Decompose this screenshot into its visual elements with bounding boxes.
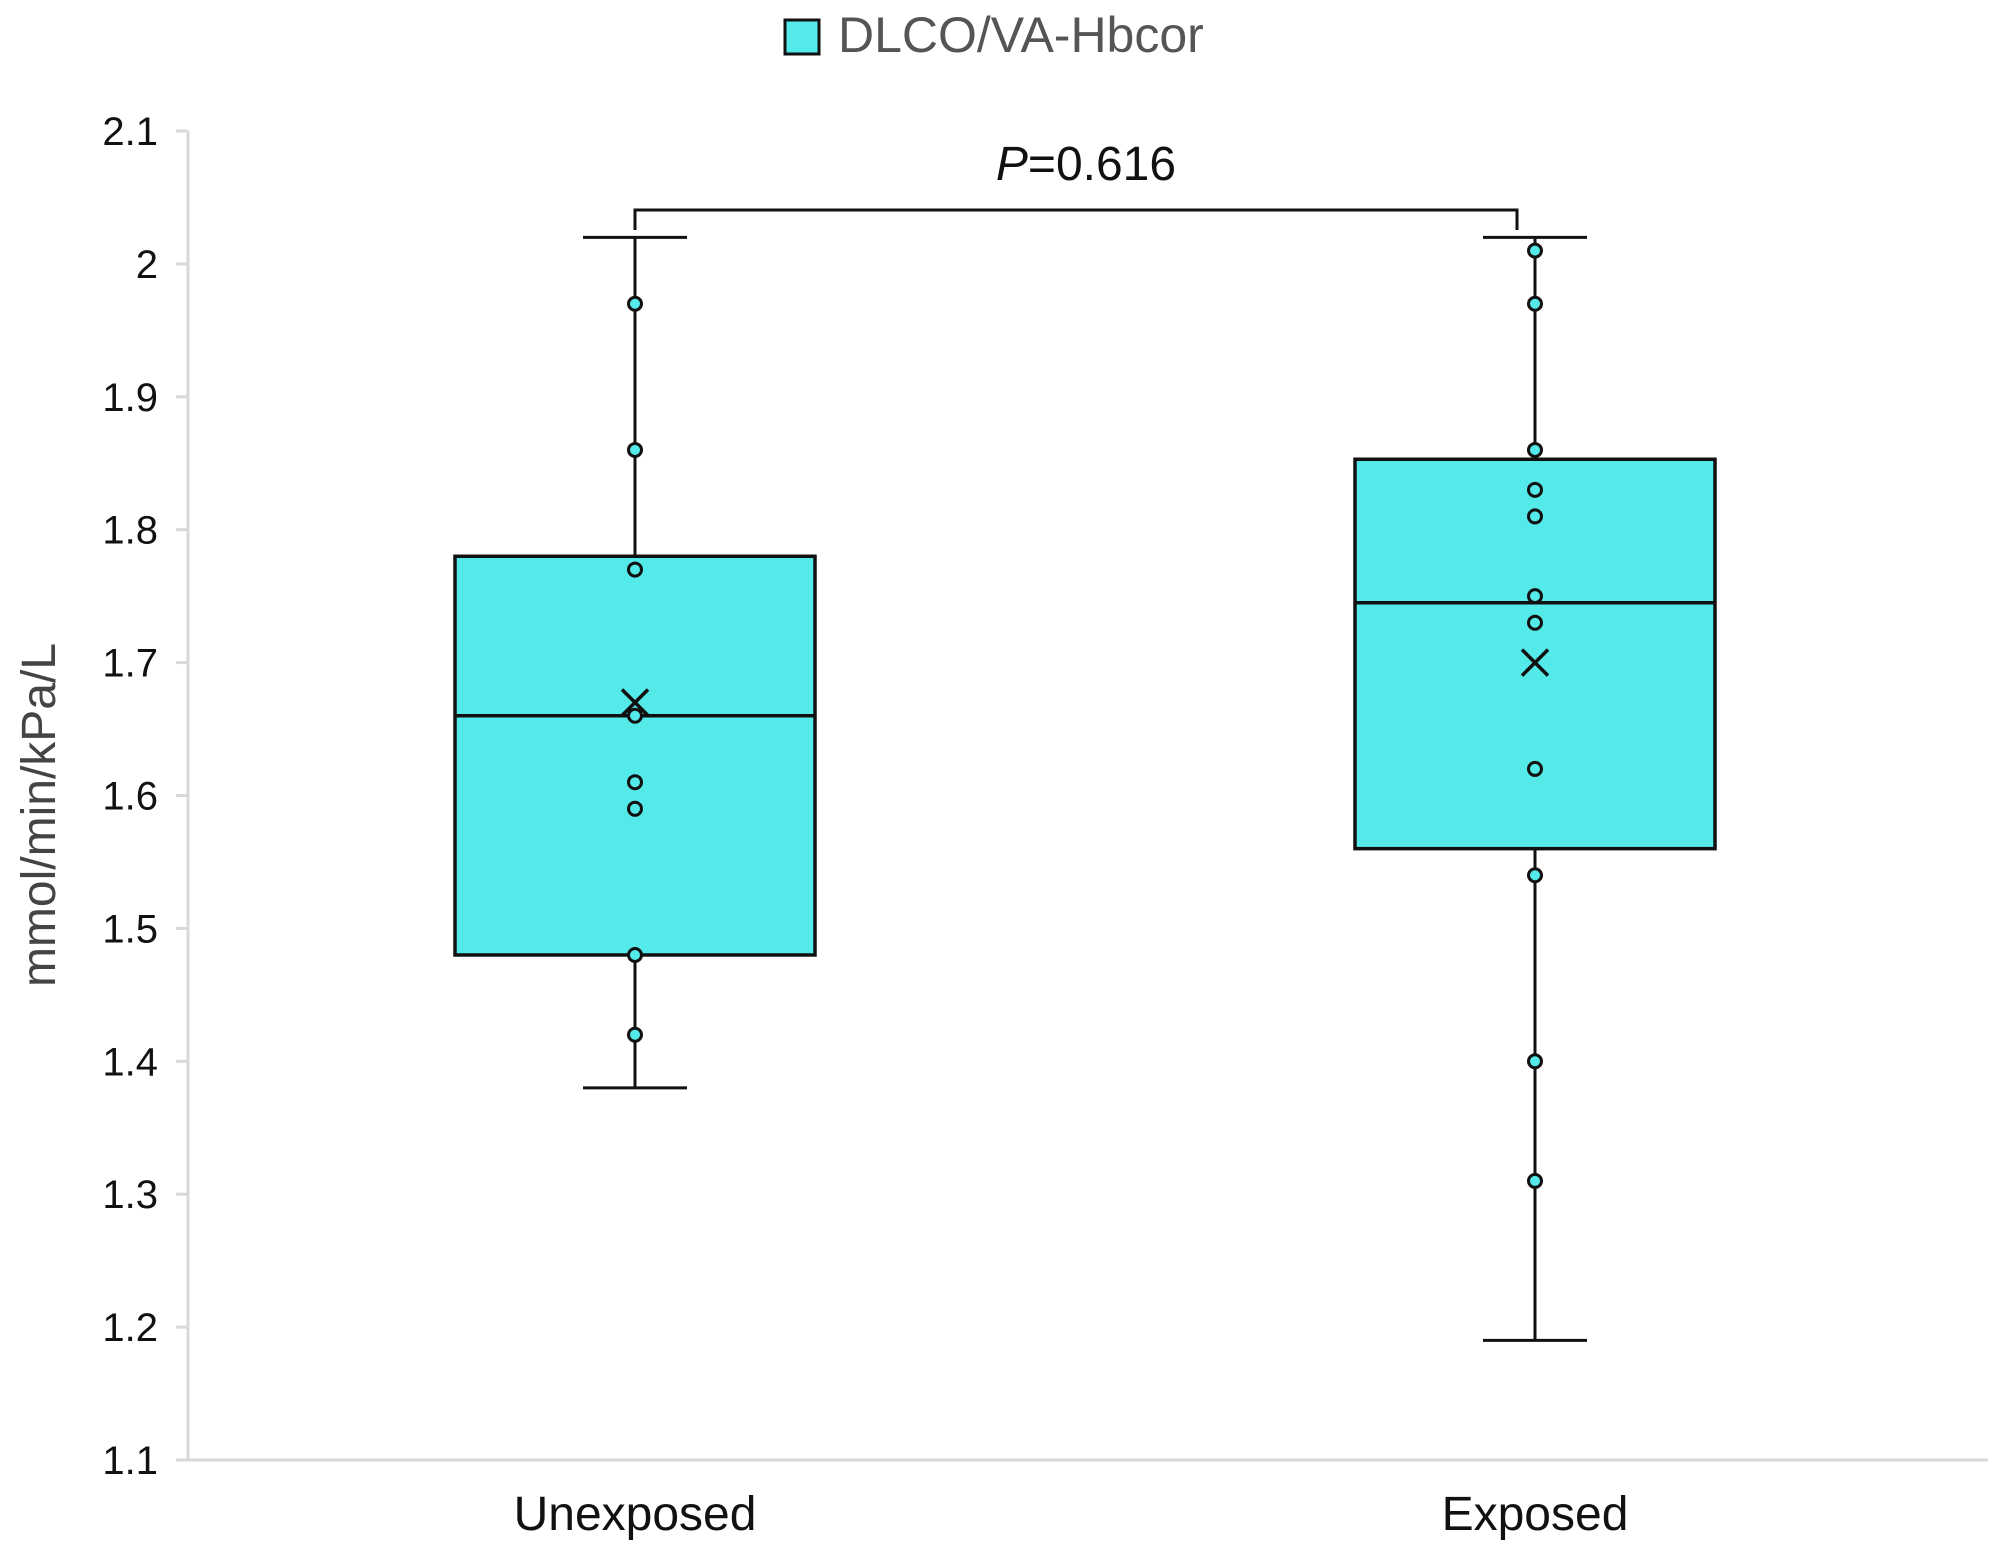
legend-swatch [783,18,821,56]
y-tick-label: 1.7 [102,642,158,686]
box-group [1353,235,1717,1342]
mean-marker [1520,648,1550,677]
y-tick-label: 1.5 [102,907,158,951]
data-point [1527,867,1543,884]
data-point [1527,588,1543,605]
data-point [627,1026,643,1043]
data-point [1527,441,1543,458]
p-value-label: P=0.616 [996,138,1176,191]
y-tick-label: 1.6 [102,775,158,819]
iqr-box [453,554,817,957]
mean-marker-stroke [620,688,650,717]
y-tick-label: 1.1 [102,1439,158,1483]
mean-marker-stroke [1520,648,1550,677]
y-tick-label: 1.8 [102,509,158,553]
p-value-italic: P [996,138,1028,191]
legend-label: DLCO/VA-Hbcor [838,7,1204,63]
data-point [627,707,643,724]
y-tick-label: 1.9 [102,376,158,420]
legend: DLCO/VA-Hbcor [783,7,1204,63]
y-tick-label: 1.4 [102,1040,158,1084]
data-point [627,774,643,791]
y-tick-label: 2.1 [102,110,158,154]
significance-bracket [633,208,1519,230]
y-axis-label: mmol/min/kPa/L [13,643,66,987]
x-category-label: Exposed [1442,1488,1629,1541]
data-point [1527,295,1543,312]
data-point [1527,508,1543,525]
y-tick-label: 2 [136,243,158,287]
y-tick-label: 1.2 [102,1306,158,1350]
boxes [453,235,1717,1342]
data-point [1527,481,1543,498]
x-category-label: Unexposed [514,1488,757,1541]
y-tick-label: 1.3 [102,1173,158,1217]
mean-marker [620,688,650,717]
p-value-number: =0.616 [1028,138,1176,191]
data-point [627,946,643,963]
data-point [1527,1053,1543,1070]
y-ticks: 1.1 1.2 1.3 1.4 1.5 1.6 1.7 1.8 1.9 2 2.1 [102,110,188,1483]
significance-annotation: P=0.616 [633,138,1519,230]
data-point [627,561,643,578]
data-point [1527,760,1543,777]
data-point [627,295,643,312]
data-point [1527,614,1543,631]
data-point [627,800,643,817]
x-ticks: Unexposed Exposed [514,1488,1629,1541]
data-point [1527,1172,1543,1189]
box-group [453,235,817,1090]
data-point [627,441,643,458]
data-point [1527,242,1543,259]
